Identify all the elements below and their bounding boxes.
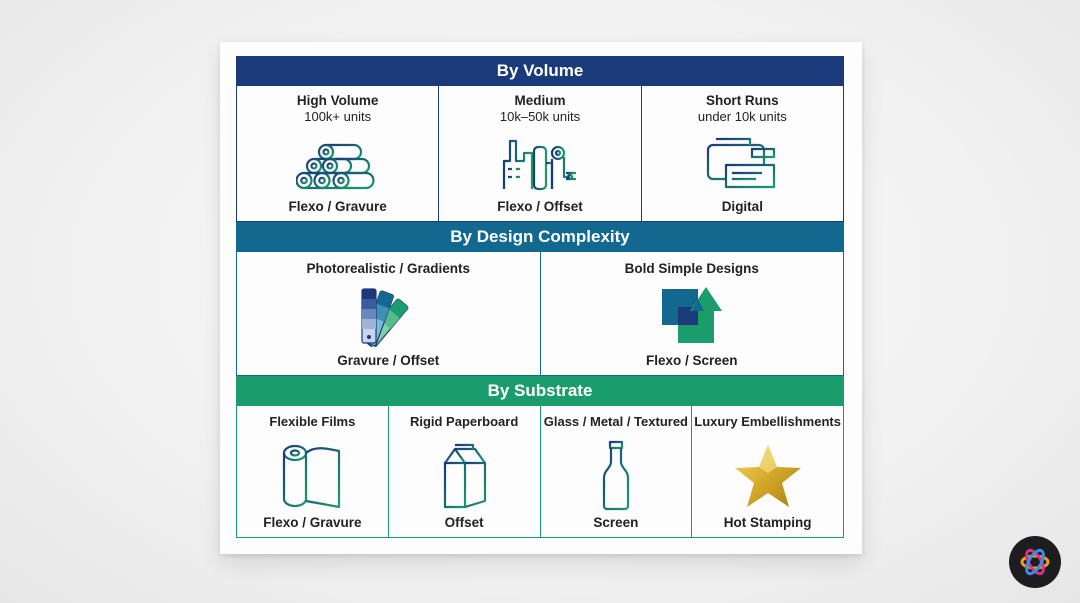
cell-title: Luxury Embellishments [694, 414, 841, 429]
cell-rigid-paperboard: Rigid Paperboard [387, 406, 540, 537]
cell-high-volume: High Volume 100k+ units [237, 86, 438, 221]
cell-title: Photorealistic / Gradients [306, 261, 471, 276]
section-by-volume: By Volume High Volume 100k+ units [236, 56, 844, 222]
cell-method: Hot Stamping [723, 515, 812, 530]
color-swatch-fan-icon [353, 285, 423, 347]
digital-printer-icon [702, 131, 782, 195]
cell-subtitle: under 10k units [697, 109, 787, 124]
cell-method: Gravure / Offset [337, 353, 440, 368]
cell-method: Flexo / Offset [497, 199, 583, 214]
cell-glass-metal-textured: Glass / Metal / Textured [539, 406, 692, 537]
bottle-icon [598, 440, 634, 512]
decision-chart-sheet: By Volume High Volume 100k+ units [220, 42, 862, 554]
cell-bold-simple: Bold Simple Designs Flexo / Screen [539, 252, 844, 375]
cell-method: Flexo / Screen [645, 353, 738, 368]
cell-method: Screen [593, 515, 639, 530]
cell-method: Offset [444, 515, 484, 530]
milk-carton-icon [437, 440, 491, 512]
cell-method: Digital [721, 199, 763, 214]
cell-luxury-embellishments: Luxury Embellishments [691, 406, 843, 537]
cell-subtitle: 10k–50k units [499, 109, 581, 124]
cell-title: Glass / Metal / Textured [543, 414, 688, 429]
section-heading: By Volume [236, 56, 844, 86]
cell-subtitle: 100k+ units [304, 109, 372, 124]
cell-title: Flexible Films [269, 414, 356, 429]
section-heading: By Design Complexity [236, 222, 844, 252]
stacked-rolls-icon [295, 131, 380, 195]
cell-title: Rigid Paperboard [409, 414, 519, 429]
factory-press-icon [496, 131, 584, 195]
film-roll-icon [279, 440, 345, 512]
cell-flexible-films: Flexible Films [237, 406, 388, 537]
cell-title: High Volume [296, 93, 379, 108]
section-heading: By Substrate [236, 376, 844, 406]
overlapping-shapes-icon [658, 285, 726, 347]
cell-medium: Medium 10k–50k units [438, 86, 640, 221]
section-by-substrate: By Substrate Flexible Films [236, 376, 844, 538]
cell-method: Flexo / Gravure [263, 515, 362, 530]
cell-short-runs: Short Runs under 10k units [640, 86, 843, 221]
section-by-design-complexity: By Design Complexity Photorealistic / Gr… [236, 222, 844, 376]
gold-star-icon [733, 440, 803, 512]
cell-title: Short Runs [705, 93, 779, 108]
app-logo-icon [1009, 536, 1061, 588]
cell-method: Flexo / Gravure [288, 199, 387, 214]
cell-photorealistic: Photorealistic / Gradients [237, 252, 540, 375]
cell-title: Bold Simple Designs [624, 261, 759, 276]
cell-title: Medium [514, 93, 566, 108]
